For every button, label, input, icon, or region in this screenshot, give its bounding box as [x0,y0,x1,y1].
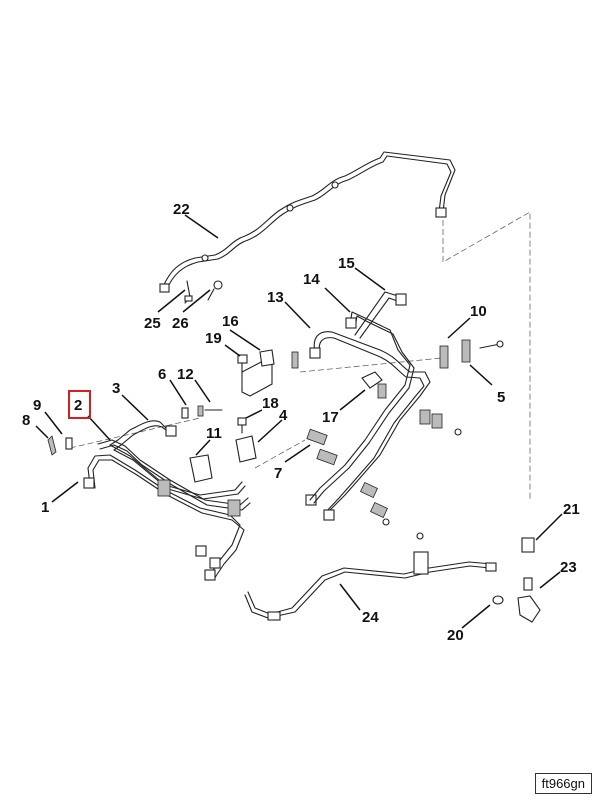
part-4-bracket[interactable] [235,435,257,463]
part-12-bolt[interactable] [197,405,223,417]
callout-8[interactable]: 8 [22,412,30,429]
callout-26[interactable]: 26 [172,315,189,332]
callout-25[interactable]: 25 [144,315,161,332]
part-18-bolt[interactable] [237,417,247,434]
callout-1[interactable]: 1 [41,499,49,516]
part-9-insulator[interactable] [65,437,73,450]
callout-21[interactable]: 21 [563,501,580,518]
callout-18[interactable]: 18 [262,395,279,412]
part-3-line[interactable] [109,420,246,500]
part-22-return-line[interactable] [159,151,456,293]
callout-17[interactable]: 17 [322,409,339,426]
callout-9[interactable]: 9 [33,397,41,414]
part-7-clamp[interactable] [306,428,338,466]
callout-13[interactable]: 13 [267,289,284,306]
part-8-clip[interactable] [47,435,57,456]
part-10-clamp[interactable] [439,345,449,369]
callout-2-highlight[interactable]: 2 [68,390,91,419]
assembly-line-lower [254,439,306,469]
part-23-fitting[interactable] [517,577,541,623]
part-20-washer[interactable] [492,595,504,605]
part-13-line-assembly[interactable] [305,331,431,521]
callout-6[interactable]: 6 [158,366,166,383]
callout-2[interactable]: 2 [74,397,82,414]
part-6-insulator[interactable] [181,407,189,419]
figure-id-label: ft966gn [534,773,592,794]
callout-14[interactable]: 14 [303,271,320,288]
part-1-line[interactable] [83,454,245,581]
part-26-bolt[interactable] [207,280,223,301]
part-25-clip[interactable] [184,280,193,304]
callout-16[interactable]: 16 [222,313,239,330]
callout-15[interactable]: 15 [338,255,355,272]
part-16-bracket[interactable] [241,349,275,397]
part-16b-clip[interactable] [291,351,299,369]
part-19-bolt[interactable] [237,354,248,374]
lower-left-clamp [157,479,241,517]
callout-19[interactable]: 19 [205,330,222,347]
callout-11[interactable]: 11 [206,425,222,442]
part-11-bracket[interactable] [189,454,213,483]
callout-23[interactable]: 23 [560,559,577,576]
part-15-line[interactable] [354,291,407,339]
callout-24[interactable]: 24 [362,609,379,626]
mid-clamps [360,409,462,526]
callout-22[interactable]: 22 [173,201,190,218]
callout-3[interactable]: 3 [112,380,120,397]
part-14-line[interactable] [309,311,415,504]
part-21-fitting[interactable] [521,537,535,553]
assembly-line-upper [442,211,531,500]
callout-10[interactable]: 10 [470,303,487,320]
callout-4[interactable]: 4 [279,407,288,424]
leader-lines [35,214,563,629]
callout-20[interactable]: 20 [447,627,464,644]
callout-7[interactable]: 7 [274,465,282,482]
part-17-clip[interactable] [361,371,387,399]
assembly-line-mid [299,357,443,373]
callout-12[interactable]: 12 [177,366,194,383]
part-5-clamp[interactable] [461,339,504,363]
callout-5[interactable]: 5 [497,389,505,406]
part-24-return-line[interactable] [244,532,497,621]
assembly-line-left [69,417,201,449]
callout-2-box [68,390,91,419]
callout-labels: 22 25 26 14 15 13 10 5 16 19 17 6 12 3 2… [22,201,580,644]
